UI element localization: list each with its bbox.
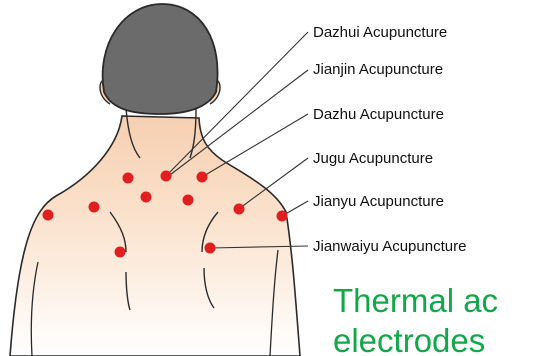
label-jianwaiyu: Jianwaiyu Acupuncture [313,238,466,256]
head-hair [103,4,218,114]
back-torso [10,116,300,356]
acupoint-dot [43,210,54,221]
label-dazhu: Dazhu Acupuncture [313,106,444,124]
acupoint-dot [115,247,126,258]
acupoint-dot [89,202,100,213]
caption: Thermal ac electrodes [333,281,540,356]
acupoint-dot [183,195,194,206]
label-jugu: Jugu Acupuncture [313,150,433,168]
label-dazhui: Dazhui Acupuncture [313,24,447,42]
acupoint-dot [141,192,152,203]
acupoint-dot [277,211,288,222]
acupoint-dot [234,204,245,215]
acupoint-dot [205,243,216,254]
acupoint-dot [123,173,134,184]
acupoint-dot [197,172,208,183]
caption-line-1: Thermal ac [333,281,540,321]
label-jianyu: Jianyu Acupuncture [313,193,444,211]
acupoint-dot [161,171,172,182]
caption-line-2: electrodes [333,321,540,356]
label-jianjin: Jianjin Acupuncture [313,61,443,79]
